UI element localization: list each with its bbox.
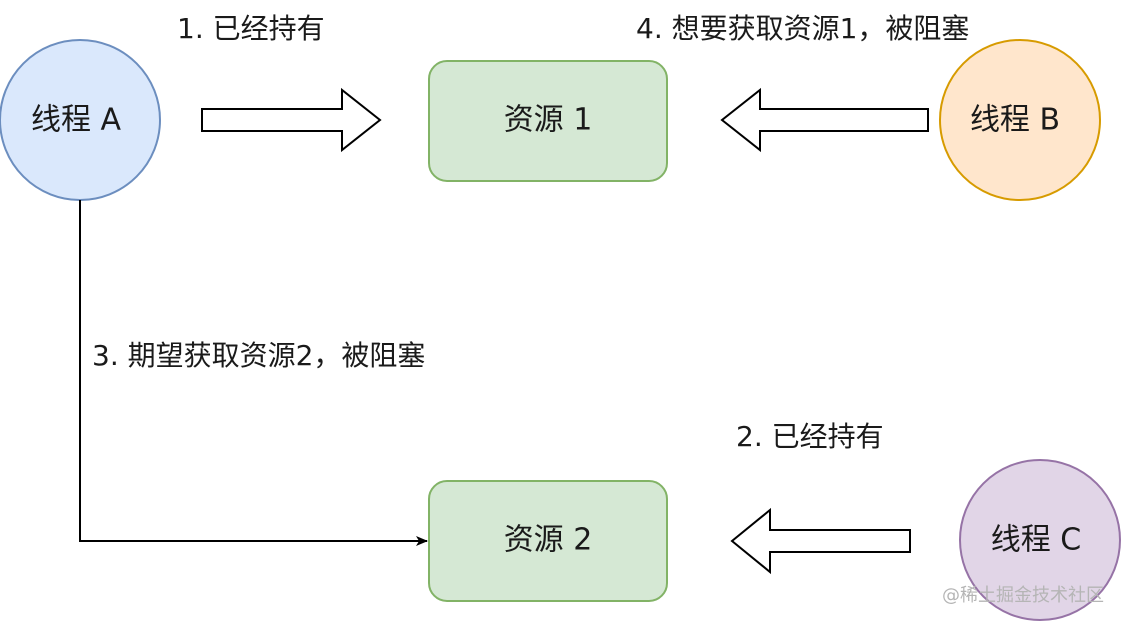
resource-2-node: 资源 2 [428,480,668,602]
arrow-c-holds-r2 [730,507,911,575]
resource-1-node: 资源 1 [428,60,668,182]
resource-2-box [428,480,668,602]
connector-a-wants-r2 [79,200,428,546]
arrow-a-holds-r1 [201,87,382,153]
thread-b-circle [939,39,1101,201]
thread-c-circle [959,459,1121,621]
label-c-holds-r2: 2. 已经持有 [736,420,884,453]
thread-c-label: 线程 C [991,523,1081,558]
thread-b-node: 线程 B [939,39,1101,201]
label-b-wants-r1: 4. 想要获取资源1，被阻塞 [636,12,969,45]
label-a-holds-r1: 1. 已经持有 [177,12,325,45]
label-a-wants-r2: 3. 期望获取资源2，被阻塞 [92,339,425,372]
resource-1-box [428,60,668,182]
thread-a-node: 线程 A [0,39,161,201]
arrow-b-wants-r1 [720,87,929,153]
resource-2-label: 资源 2 [504,523,593,558]
thread-b-label: 线程 B [970,103,1060,138]
watermark-text: @稀土掘金技术社区 [942,585,1104,606]
thread-a-label: 线程 A [31,103,122,138]
thread-c-node: 线程 C [959,459,1121,621]
resource-1-label: 资源 1 [504,103,593,138]
